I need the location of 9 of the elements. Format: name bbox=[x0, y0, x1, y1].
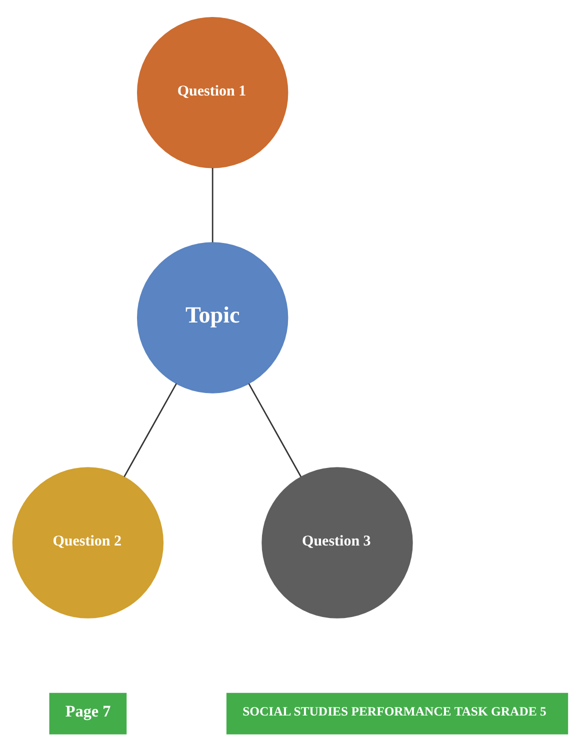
label: SOCIAL STUDIES PERFORMANCE TASK GRADE 5 bbox=[242, 704, 546, 718]
node-circle: Question 3 bbox=[262, 466, 413, 618]
node-circle: Question 2 bbox=[12, 466, 164, 618]
connector bbox=[124, 382, 177, 477]
node-circle: Question 1 bbox=[136, 16, 288, 168]
label: Page 7 bbox=[65, 703, 111, 720]
connector bbox=[212, 167, 214, 242]
connector bbox=[248, 382, 302, 477]
node-circle: Topic bbox=[136, 242, 288, 393]
